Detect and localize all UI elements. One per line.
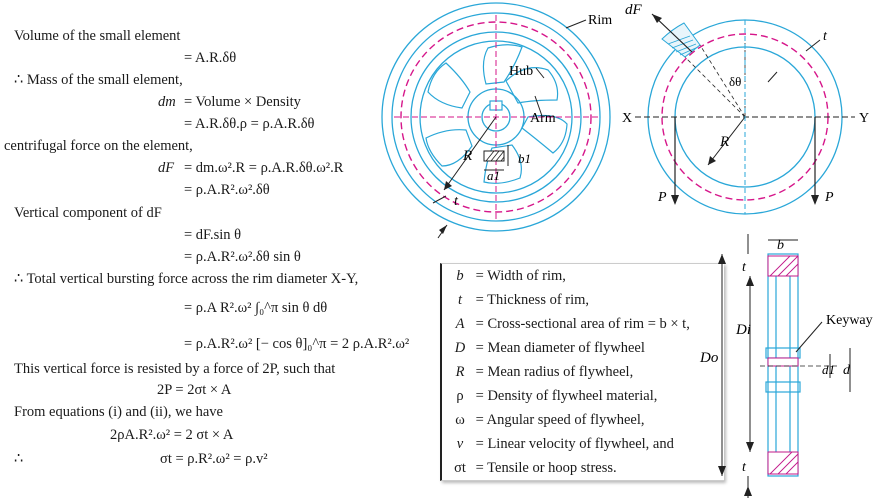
centrifugal-equation-2: = ρ.A.R².ω².δθ: [184, 182, 270, 198]
legend-row: ρ = Density of flywheel material,: [456, 388, 658, 404]
legend-row: R = Mean radius of flywheel,: [455, 364, 634, 380]
total-vertical-equation-1: = ρ.A R².ω² ∫₀^π sin θ dθ: [184, 300, 328, 316]
symbol-legend: b = Width of rim, t = Thickness of rim, …: [440, 263, 724, 481]
total-vertical-equation-2: = ρ.A.R².ω² [− cos θ]₀^π = 2 ρ.A.R².ω²: [184, 336, 410, 352]
label-thickness: t: [454, 194, 459, 209]
volume-heading: Volume of the small element: [14, 28, 181, 44]
legend-row: ω = Angular speed of flywheel,: [455, 412, 645, 428]
label-ring-thickness: t: [823, 29, 828, 44]
mean-diameter-circle: [400, 21, 592, 213]
total-vertical-heading: ∴ Total vertical bursting force across t…: [14, 271, 359, 287]
label-width-b: b: [777, 238, 784, 253]
label-Do: Do: [699, 350, 719, 366]
label-section-t-bottom: t: [742, 460, 747, 475]
label-rim: Rim: [588, 13, 612, 28]
rim-outer-circle: [381, 2, 611, 232]
volume-equation: = A.R.δθ: [184, 50, 237, 66]
label-d: d: [843, 363, 851, 378]
rim-second-circle: [391, 12, 601, 222]
from-equations-result: 2ρA.R².ω² = 2 σt × A: [110, 427, 234, 443]
legend-row: A = Cross-sectional area of rim = b × t,: [455, 316, 690, 332]
legend-row: D = Mean diameter of flywheel: [454, 340, 645, 356]
label-P-left: P: [657, 190, 667, 205]
mass-lhs: dm: [158, 94, 176, 110]
legend-row: t = Thickness of rim,: [457, 292, 590, 308]
vertical-component-equation-1: = dF.sin θ: [184, 227, 242, 243]
mass-equation-2: = A.R.δθ.ρ = ρ.A.R.δθ: [184, 116, 315, 132]
mass-heading: ∴ Mass of the small element,: [14, 72, 183, 88]
label-section-t-top: t: [742, 260, 747, 275]
label-radius: R: [462, 148, 472, 164]
label-Di: Di: [735, 322, 751, 338]
final-equation: σt = ρ.R².ω² = ρ.v²: [160, 451, 268, 467]
label-Y: Y: [859, 111, 869, 126]
from-equations-text: From equations (i) and (ii), we have: [14, 404, 223, 420]
vertical-component-equation-2: = ρ.A.R².ω².δθ sin θ: [184, 249, 301, 265]
legend-row: b = Width of rim,: [456, 268, 566, 284]
ring-radius-arrow: [707, 116, 746, 166]
arm-boundary-circle: [419, 40, 573, 194]
label-keyway: Keyway: [826, 313, 873, 328]
label-P-right: P: [824, 190, 834, 205]
centrifugal-equation-1: = dm.ω².R = ρ.A.R.δθ.ω².R: [184, 160, 344, 176]
label-dF: dF: [625, 2, 643, 18]
radius-arrow: [443, 116, 497, 191]
ring-element: [661, 22, 701, 58]
centrifugal-lhs: dF: [158, 160, 175, 176]
vertical-component-heading: Vertical component of dF: [14, 205, 162, 221]
rim-inner-circle: [410, 31, 582, 203]
resist-text: This vertical force is resisted by a for…: [14, 361, 336, 377]
label-hub: Hub: [509, 64, 533, 79]
mass-equation-1: = Volume × Density: [184, 94, 301, 110]
legend-row: v = Linear velocity of flywheel, and: [456, 436, 674, 452]
label-a1: a1: [487, 168, 500, 183]
centrifugal-heading: centrifugal force on the element,: [4, 138, 193, 154]
rim-bottom-section: [767, 451, 799, 475]
label-d1: d1: [822, 362, 835, 377]
label-dtheta: δθ: [729, 74, 741, 89]
label-arm: Arm: [530, 111, 556, 126]
label-ring-radius: R: [719, 134, 729, 150]
resist-equation: 2P = 2σt × A: [157, 382, 232, 398]
label-b1: b1: [518, 151, 531, 166]
legend-row: σt = Tensile or hoop stress.: [454, 460, 617, 476]
label-X: X: [622, 111, 632, 126]
therefore-symbol: ∴: [14, 451, 24, 467]
